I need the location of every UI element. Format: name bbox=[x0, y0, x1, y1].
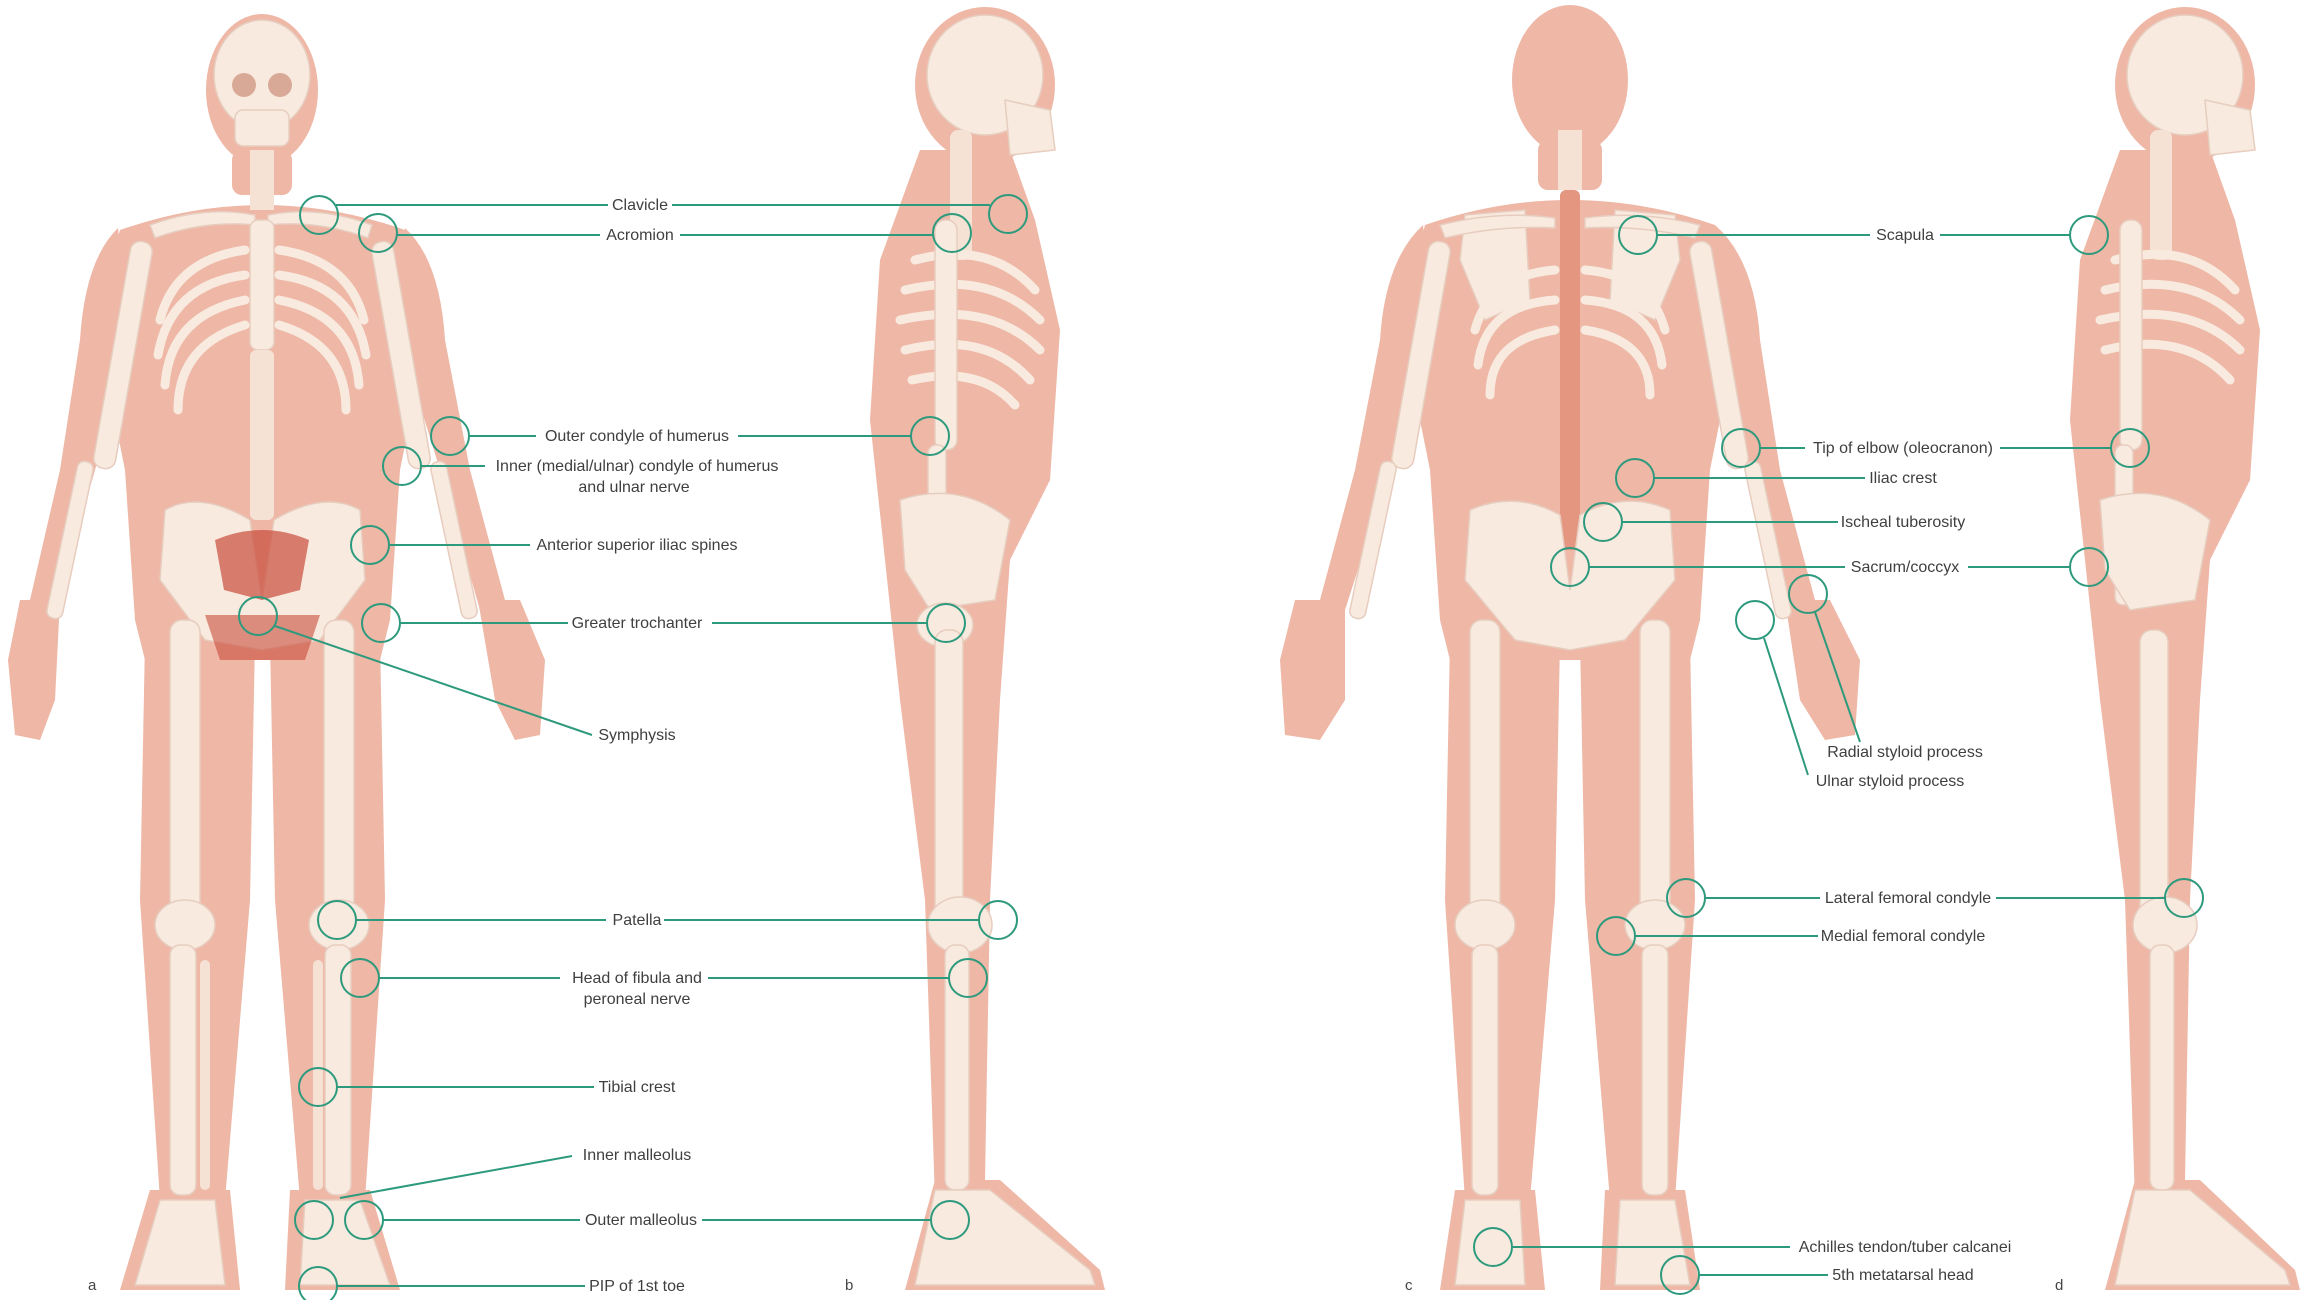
label-patella: Patella bbox=[613, 912, 662, 929]
label-acromion: Acromion bbox=[606, 227, 674, 244]
label-iliac-crest: Iliac crest bbox=[1869, 470, 1937, 487]
panel-letter-b: b bbox=[845, 1277, 853, 1294]
figure-side-left bbox=[870, 7, 1105, 1290]
label-inner-condyle-2: and ulnar nerve bbox=[578, 479, 689, 496]
label-ulnar-styloid: Ulnar styloid process bbox=[1816, 773, 1965, 790]
label-sacrum: Sacrum/coccyx bbox=[1851, 559, 1959, 576]
label-clavicle: Clavicle bbox=[612, 197, 668, 214]
label-scapula: Scapula bbox=[1876, 227, 1934, 244]
label-tibial-crest: Tibial crest bbox=[599, 1079, 676, 1096]
label-inner-condyle-1: Inner (medial/ulnar) condyle of humerus bbox=[496, 458, 779, 475]
panel-letter-a: a bbox=[88, 1277, 97, 1294]
label-symphysis: Symphysis bbox=[598, 727, 675, 744]
label-outer-condyle: Outer condyle of humerus bbox=[545, 428, 729, 445]
labels-back: Scapula Tip of elbow (oleocranon) Iliac … bbox=[1799, 227, 2012, 1284]
ring-ulnar-styloid bbox=[1736, 601, 1774, 639]
label-pip: PIP of 1st toe bbox=[589, 1278, 685, 1295]
side-body-silhouette-b bbox=[870, 7, 1105, 1290]
front-skeleton bbox=[46, 20, 479, 1285]
label-fibula-1: Head of fibula and bbox=[572, 970, 702, 987]
figure-side-right bbox=[2070, 7, 2300, 1290]
label-greater-trochanter: Greater trochanter bbox=[572, 615, 703, 632]
label-olecranon: Tip of elbow (oleocranon) bbox=[1813, 440, 1993, 457]
label-ischeal: Ischeal tuberosity bbox=[1841, 514, 1966, 531]
label-medial-femoral: Medial femoral condyle bbox=[1821, 928, 1986, 945]
label-achilles: Achilles tendon/tuber calcanei bbox=[1799, 1239, 2012, 1256]
side-body-silhouette-d bbox=[2070, 7, 2300, 1290]
label-asis: Anterior superior iliac spines bbox=[537, 537, 738, 554]
label-inner-malleolus: Inner malleolus bbox=[583, 1147, 692, 1164]
panel-letter-d: d bbox=[2055, 1277, 2063, 1294]
label-outer-malleolus: Outer malleolus bbox=[585, 1212, 697, 1229]
label-fibula-2: peroneal nerve bbox=[584, 991, 691, 1008]
label-metatarsal: 5th metatarsal head bbox=[1832, 1267, 1973, 1284]
figure-back bbox=[1280, 5, 1860, 1290]
labels-front: Clavicle Acromion Outer condyle of humer… bbox=[496, 197, 779, 1295]
label-lateral-femoral: Lateral femoral condyle bbox=[1825, 890, 1991, 907]
panel-letter-c: c bbox=[1405, 1277, 1413, 1294]
label-radial-styloid: Radial styloid process bbox=[1827, 744, 1983, 761]
